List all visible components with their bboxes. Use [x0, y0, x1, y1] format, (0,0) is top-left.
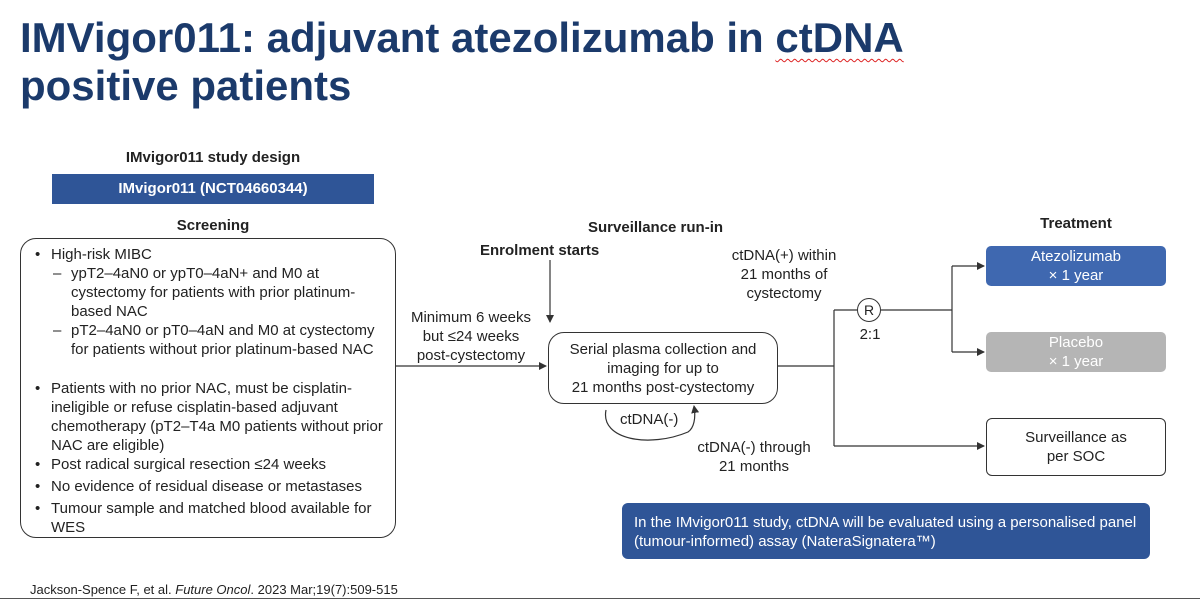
- criterion-sub-item: –pT2–4aN0 or pT0–4aN and M0 at cystectom…: [53, 322, 375, 358]
- title-part2: positive patients: [20, 62, 352, 109]
- criterion-item: •No evidence of residual disease or meta…: [35, 478, 363, 495]
- ctdna-negative-loop-label: ctDNA(-): [620, 411, 679, 428]
- study-design-label: IMvigor011 study design: [125, 149, 301, 166]
- randomisation-ratio: 2:1: [859, 326, 881, 343]
- screening-criteria-box: •High-risk MIBC –ypT2–4aN0 or ypT0–4aN+ …: [20, 238, 396, 538]
- ctdna-negative-through-label: ctDNA(-) through 21 months: [697, 439, 811, 475]
- criterion-sub-item: –ypT2–4aN0 or ypT0–4aN+ and M0 at cystec…: [53, 265, 356, 320]
- citation: Jackson-Spence F, et al. Future Oncol. 2…: [30, 582, 398, 597]
- footer-divider: [0, 598, 1200, 599]
- citation-journal: Future Oncol: [175, 582, 251, 597]
- surveillance-runin-label: Surveillance run-in: [588, 219, 724, 236]
- criterion-item: •Post radical surgical resection ≤24 wee…: [35, 456, 327, 473]
- criterion-item: •High-risk MIBC: [35, 246, 152, 263]
- title-ctdna: ctDNA: [775, 14, 904, 61]
- surveillance-soc-box: Surveillance as per SOC: [986, 418, 1166, 476]
- serial-plasma-box: Serial plasma collection and imaging for…: [548, 332, 778, 404]
- ctdna-positive-label: ctDNA(+) within 21 months of cystectomy: [731, 247, 837, 302]
- enrolment-starts-label: Enrolment starts: [480, 242, 600, 259]
- atezolizumab-arm-box: Atezolizumab × 1 year: [986, 246, 1166, 286]
- screening-heading: Screening: [176, 217, 250, 234]
- treatment-heading: Treatment: [1040, 215, 1112, 232]
- randomisation-circle: R: [857, 298, 881, 322]
- assay-note-box: In the IMvigor011 study, ctDNA will be e…: [622, 503, 1150, 559]
- study-id-bar: IMvigor011 (NCT04660344): [52, 174, 374, 204]
- slide-title: IMVigor011: adjuvant atezolizumab in ctD…: [20, 14, 1180, 110]
- title-part1: IMVigor011: adjuvant atezolizumab in: [20, 14, 776, 61]
- timing-label: Minimum 6 weeks but ≤24 weeks post-cyste…: [410, 309, 532, 364]
- placebo-arm-box: Placebo × 1 year: [986, 332, 1166, 372]
- criterion-item: •Patients with no prior NAC, must be cis…: [35, 380, 383, 454]
- criterion-item: •Tumour sample and matched blood availab…: [35, 500, 372, 536]
